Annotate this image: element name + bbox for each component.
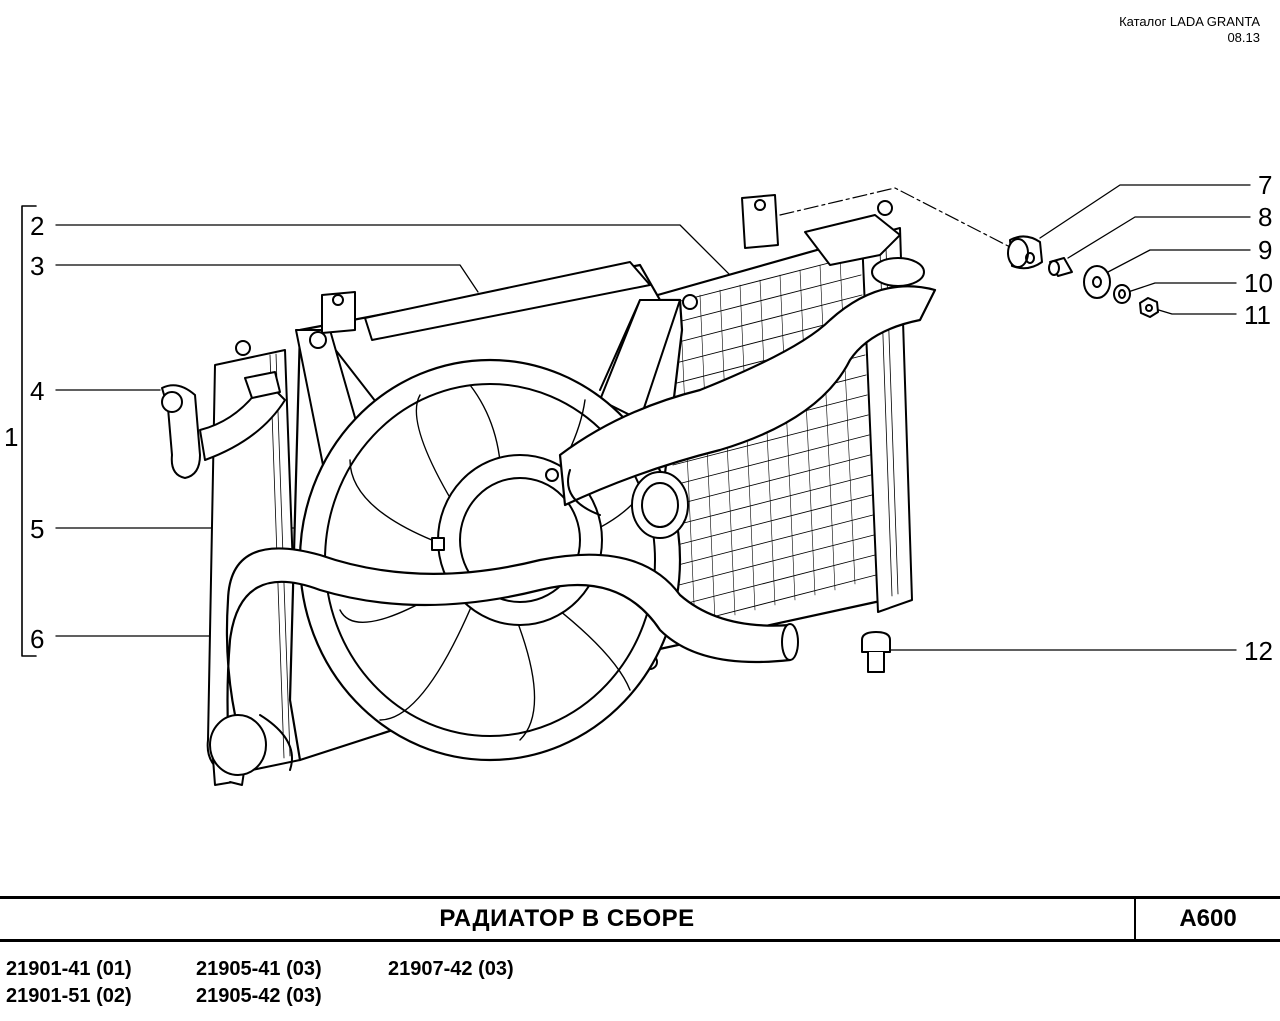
mount-lug-left (321, 291, 356, 334)
callout-label-3: 3 (30, 251, 44, 281)
callout-label-5: 5 (30, 514, 44, 544)
callout-label-6: 6 (30, 624, 44, 654)
leader-8 (1067, 216, 1251, 259)
radiator-core (206, 227, 913, 786)
title-block: РАДИАТОР В СБОРЕ А600 (0, 896, 1280, 942)
shroud-top-edge (364, 261, 651, 341)
applicability-item: 21905-42 (03) (196, 985, 322, 1007)
nut-11 (1139, 297, 1159, 318)
assembly-bracket (21, 205, 37, 657)
callout-label-4: 4 (30, 376, 44, 406)
drawing-title: РАДИАТОР В СБОРЕ (439, 905, 695, 932)
applicability-list: 21901-41 (01) 21905-41 (03) 21907-42 (03… (0, 952, 1280, 1016)
bypass-hose (161, 371, 286, 479)
callout-label-7: 7 (1258, 170, 1272, 200)
spring-washer-10 (1113, 284, 1131, 304)
leader-7 (1039, 184, 1251, 239)
radiator-tube-ticks (679, 257, 856, 626)
callout-label-10: 10 (1244, 268, 1273, 298)
mounting-bolt-12 (861, 631, 891, 673)
rubber-cushion-7 (1007, 235, 1043, 270)
catalog-title: Каталог LADA GRANTA (1119, 14, 1260, 29)
upper-radiator-hose (558, 257, 937, 539)
callout-label-9: 9 (1258, 235, 1272, 265)
lower-hose-clamp (209, 714, 267, 776)
lower-radiator-hose (209, 547, 799, 776)
applicability-item: 21901-41 (01) (6, 958, 132, 980)
drawing-code: А600 (1134, 899, 1280, 939)
mount-lug-top (741, 194, 779, 249)
bushing-8 (1048, 257, 1073, 277)
applicability-item: 21905-41 (03) (196, 958, 322, 980)
callout-label-1: 1 (4, 422, 18, 452)
radiator-assembly-drawing: 1 2 3 4 5 6 7 8 9 10 11 12 (4, 170, 1273, 786)
washer-9 (1083, 265, 1111, 299)
fixing-parts (1007, 235, 1159, 318)
callout-label-11: 11 (1244, 300, 1271, 330)
callout-label-2: 2 (30, 211, 44, 241)
mount-bracket-top (804, 214, 901, 266)
applicability-item: 21907-42 (03) (388, 958, 514, 980)
callout-label-8: 8 (1258, 202, 1272, 232)
callout-label-12: 12 (1244, 636, 1273, 666)
leader-3 (55, 264, 479, 293)
leader-9 (1107, 249, 1251, 273)
leader-11 (1151, 307, 1237, 315)
catalog-date: 08.13 (1227, 30, 1260, 45)
applicability-item: 21901-51 (02) (6, 985, 132, 1007)
centerline (779, 187, 1013, 249)
catalog-header: Каталог LADA GRANTA 08.13 (1119, 14, 1260, 46)
leader-10 (1127, 282, 1237, 293)
